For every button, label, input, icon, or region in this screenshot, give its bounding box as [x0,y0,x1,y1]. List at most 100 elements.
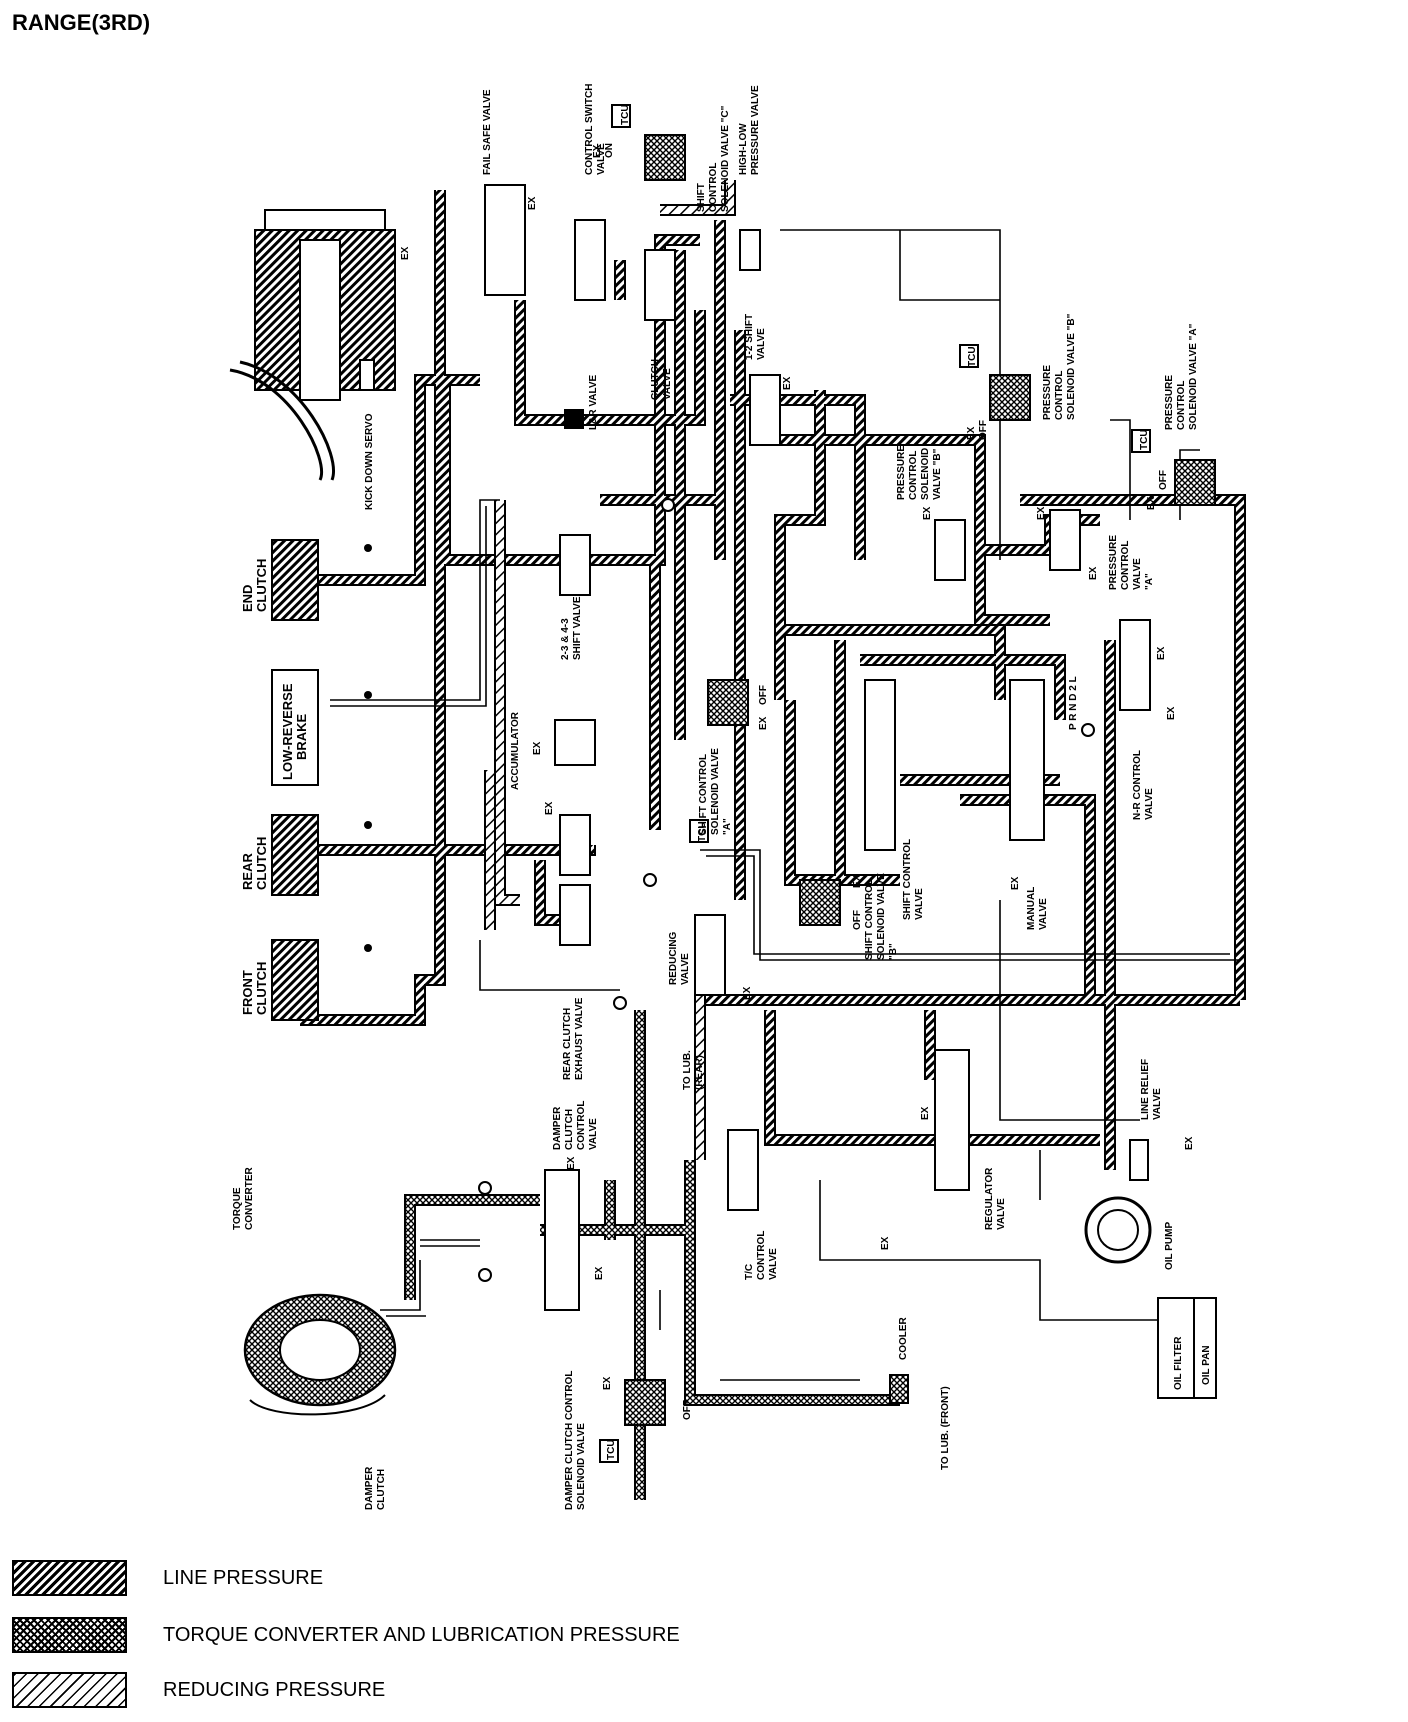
fail-safe-valve [484,184,526,296]
end-clutch [271,539,372,621]
label-to-lub-rear-1: TO LUB. [682,1050,693,1090]
label-tcu: TCU [606,1439,617,1460]
label-dccv-1: DAMPER [552,1106,563,1150]
label-scsv-b-1: SHIFT CONTROL [864,879,875,960]
rear-clutch-exhaust-valve-a [559,814,591,876]
label-ex: EX [566,1156,577,1170]
line-pressure-lines [295,190,1246,1170]
label-off: OFF [852,910,863,930]
label-12-shift-1: 1-2 SHIFT [744,314,755,360]
label-end-clutch-1: END [240,585,255,612]
shift-control-valve [864,679,896,851]
label-high-low-2: PRESSURE VALVE [750,85,761,175]
label-off: OFF [758,685,769,705]
solenoid-valves [599,104,1216,1463]
label-clutch-valve-2: VALVE [662,368,673,400]
low-reverse-brake [271,669,372,786]
legend-swatch-line-pressure [12,1560,127,1596]
label-oil-pan: OIL PAN [1201,1345,1212,1385]
label-oil-filter: OIL FILTER [1173,1336,1184,1390]
label-ex: EX [852,874,863,888]
cooler [889,1374,909,1404]
label-scsv-c-3: SOLENOID VALVE "C" [720,105,731,212]
legend-label: TORQUE CONVERTER AND LUBRICATION PRESSUR… [163,1623,680,1646]
label-pcsv-b-mid-3: SOLENOID [920,448,931,500]
torque-converter [243,1293,397,1416]
label-off: OFF [978,420,989,440]
label-line-relief-2: VALVE [1152,1088,1163,1120]
label-regulator-2: VALVE [996,1198,1007,1230]
hydraulic-circuit-diagram: FAIL SAFE VALVE CONTROL SWITCH VALVE SHI… [229,84,1246,1510]
oil-pump [1084,1196,1152,1264]
accumulator [554,719,596,766]
label-cooler: COOLER [898,1316,909,1360]
shift-valve-23-43 [559,534,591,596]
label-ex: EX [758,716,769,730]
label-front-clutch-2: CLUTCH [254,962,269,1015]
page-title: RANGE(3RD) [12,10,151,35]
label-manual-valve-1: MANUAL [1026,887,1037,930]
label-rcev-1: REAR CLUTCH [562,1008,573,1080]
high-low-pressure-valve [739,229,761,271]
label-pcsv-b-mid-2: CONTROL [908,451,919,500]
label-pcsv-b-mid-4: VALVE "B" [932,448,943,500]
legend-label: REDUCING PRESSURE [163,1678,386,1701]
label-lr-brake-2: BRAKE [294,713,309,760]
drain-lines [330,229,1240,1381]
pressure-control-solenoid-a [1131,429,1216,506]
label-off: OFF [1158,470,1169,490]
label-dc-solenoid-1: DAMPER CLUTCH CONTROL [564,1371,575,1510]
label-dc-solenoid-2: SOLENOID VALVE [576,1423,587,1510]
label-scsv-b-2: SOLENOID VALVE [876,873,887,960]
pressure-control-valve-a [1049,509,1081,571]
label-ex: EX [920,1106,931,1120]
label-ex: EX [527,196,538,210]
label-ex: EX [1156,646,1167,660]
label-scv-2: VALVE [914,888,925,920]
label-shift-valve-23-2: SHIFT VALVE [572,596,583,660]
label-reducing-2: VALVE [680,953,691,985]
label-tcu: TCU [697,821,708,842]
label-scsv-a-2: SOLENOID VALVE [710,748,721,835]
label-12-shift-2: VALVE [756,328,767,360]
label-ex: EX [966,426,977,440]
label-scsv-b-3: "B" [888,943,899,960]
label-high-low-1: HIGH-LOW [738,123,749,175]
label-pcsv-a-1: PRESSURE [1164,375,1175,430]
label-ex: EX [742,986,753,1000]
reducing-valve [694,914,726,996]
label-kick-down-servo: KICK DOWN SERVO [364,413,375,510]
label-ex: EX [1166,706,1177,720]
damper-clutch-solenoid [599,1379,666,1463]
shift-control-solenoid-a [689,679,749,843]
label-scsv-c-2: CONTROL [708,163,719,212]
rear-clutch [271,814,372,896]
label-damper-clutch-2: CLUTCH [376,1469,387,1510]
lr-valve [564,409,584,429]
manual-valve [1009,679,1045,841]
label-ex: EX [1036,506,1047,520]
label-control-switch-valve-2: VALVE [596,143,607,175]
control-switch-valve [574,219,606,301]
label-scv-1: SHIFT CONTROL [902,839,913,920]
label-nr-control-2: VALVE [1144,788,1155,820]
label-front-clutch-1: FRONT [240,970,255,1015]
label-reducing-1: REDUCING [668,931,679,985]
label-rcev-2: EXHAUST VALVE [574,997,585,1080]
label-rear-clutch-2: CLUTCH [254,837,269,890]
label-torque-converter-2: CONVERTER [244,1166,255,1230]
label-shift-valve-23-1: 2-3 & 4-3 [560,618,571,660]
kick-down-servo [229,209,396,481]
label-on: ON [604,143,615,158]
label-tc-control-1: T/C [744,1264,755,1280]
label-pcsv-b-mid-1: PRESSURE [896,445,907,500]
label-ex: EX [1184,1136,1195,1150]
label-pcsv-b-top-3: SOLENOID VALVE "B" [1066,313,1077,420]
label-ex: EX [922,506,933,520]
label-manual-valve-2: VALVE [1038,898,1049,930]
torque-converter-lubrication-lines [404,1010,900,1500]
label-pcv-a-1: PRESSURE [1108,535,1119,590]
label-manual-positions: P R N D 2 L [1068,676,1079,730]
label-accumulator: ACCUMULATOR [510,711,521,790]
label-ex: EX [592,144,603,158]
